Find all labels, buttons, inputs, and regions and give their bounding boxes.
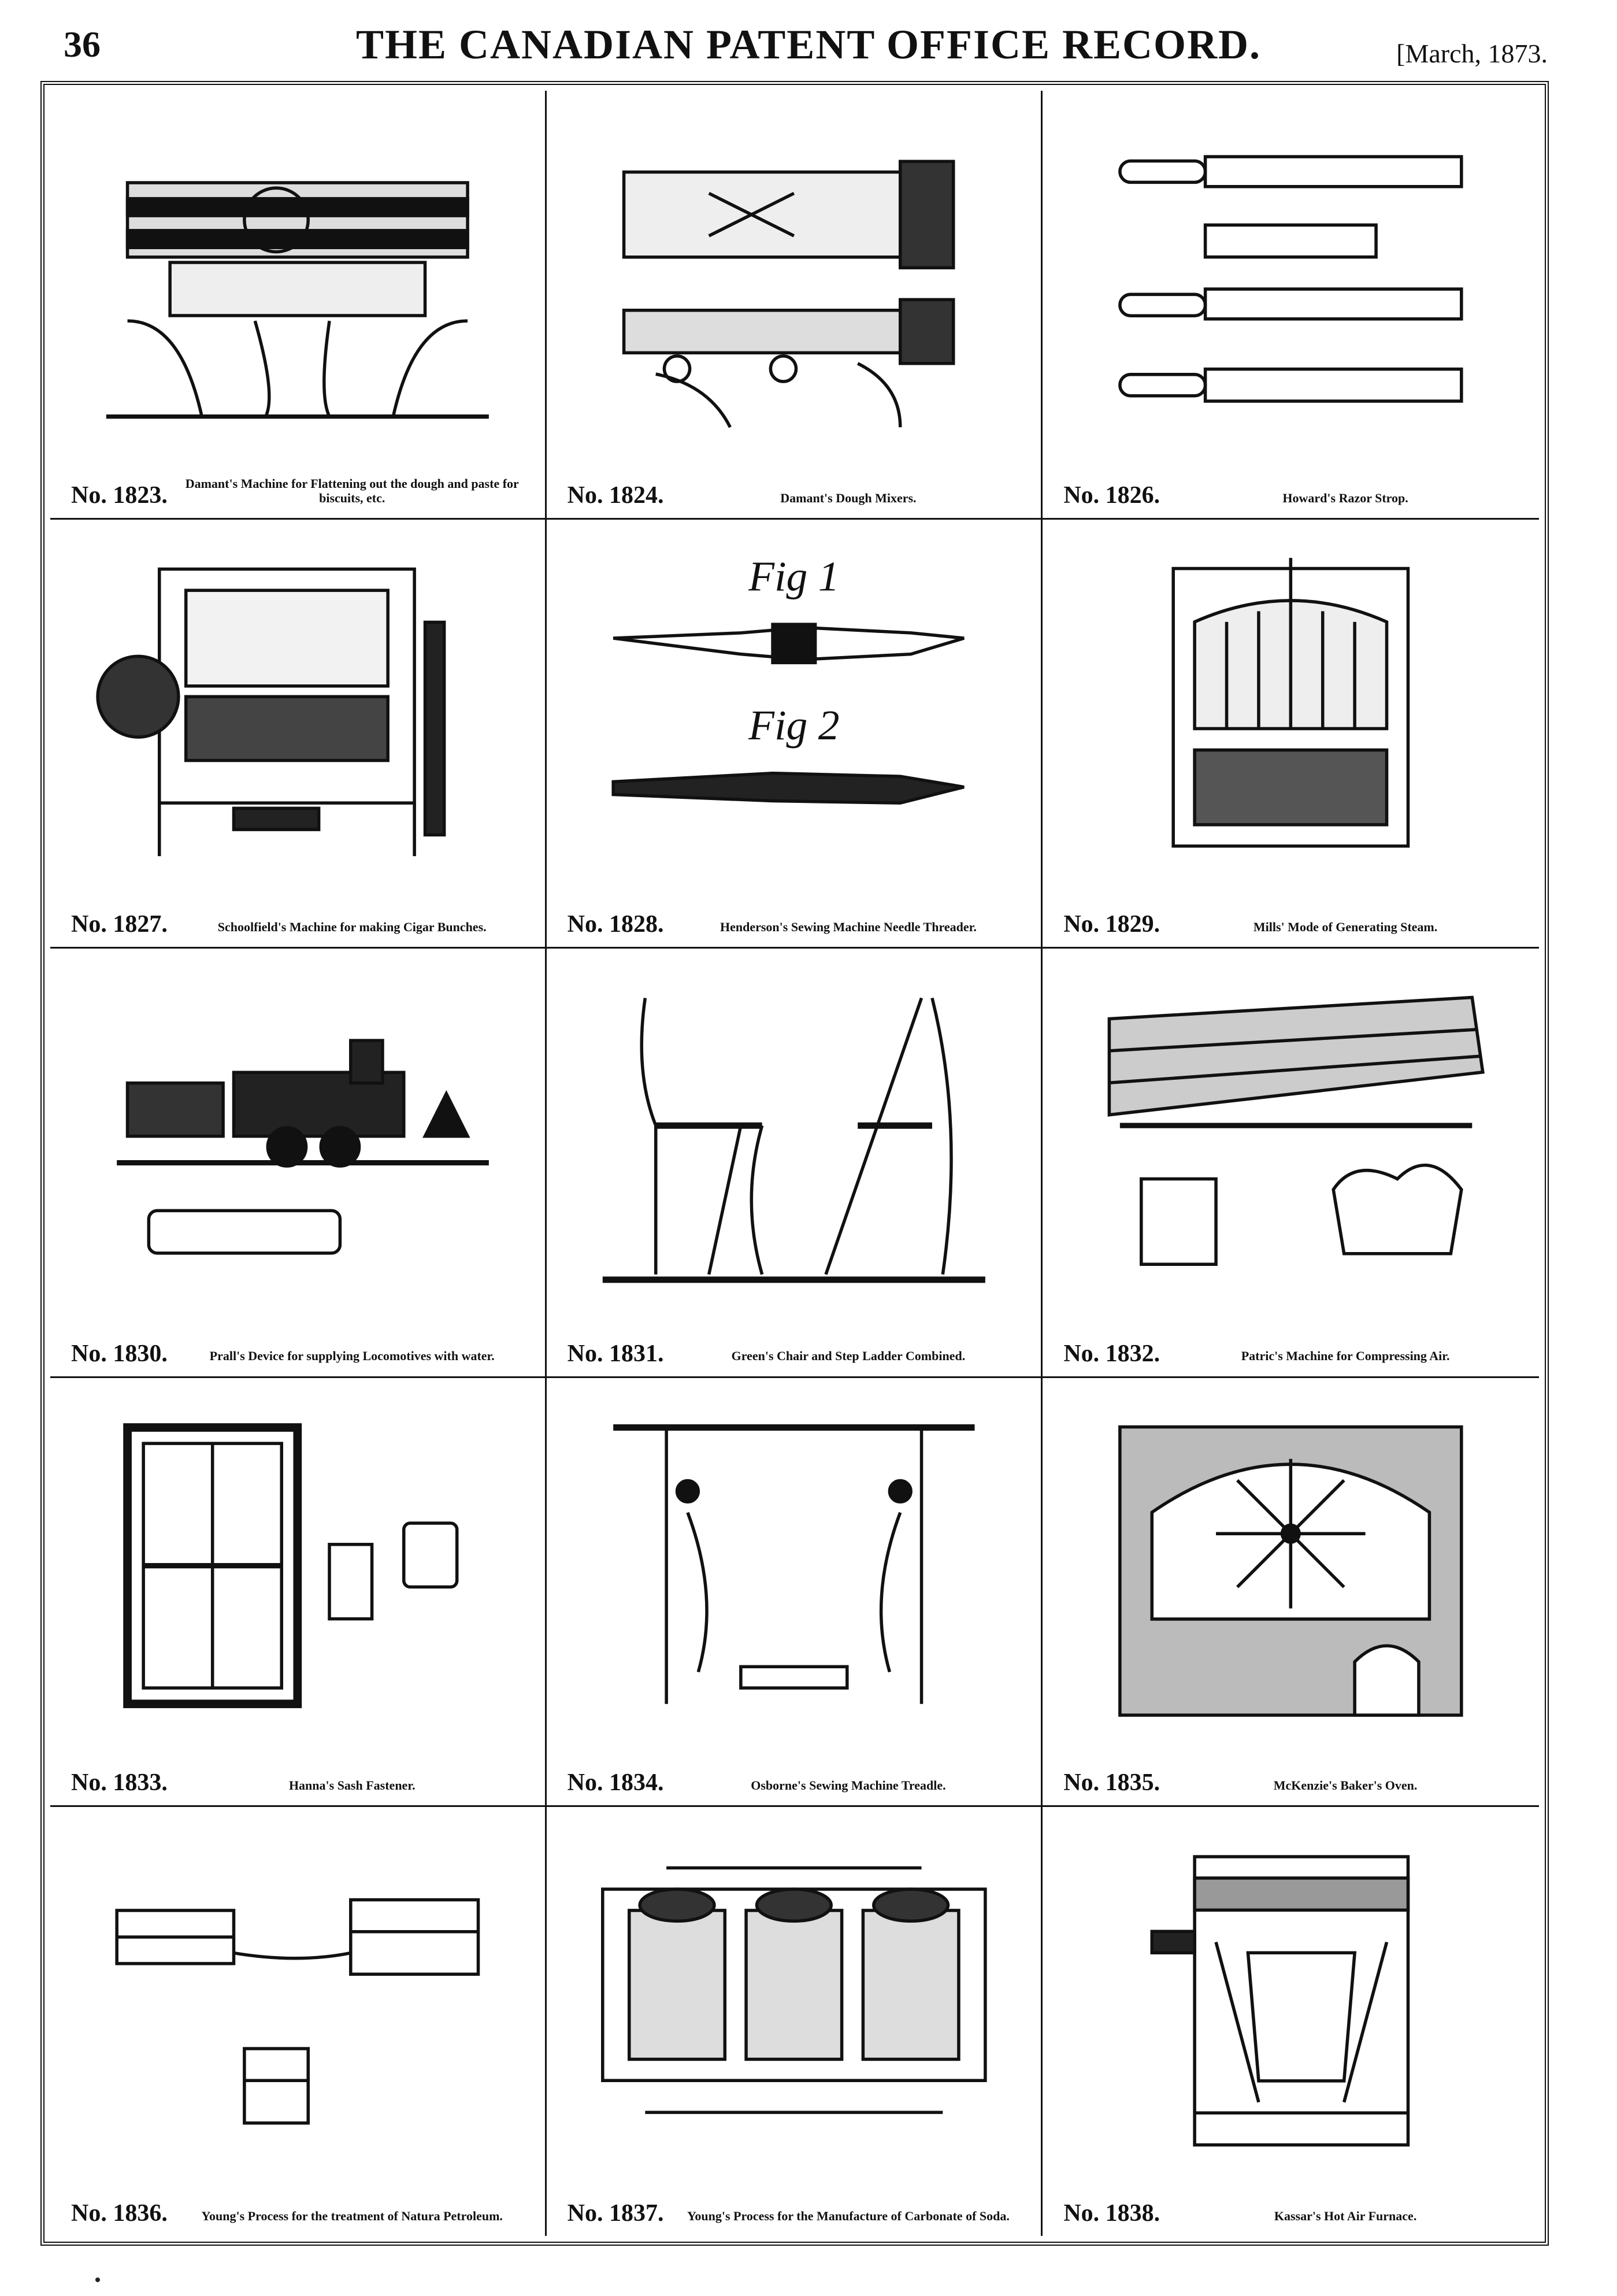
patent-number: No. 1837. (567, 2200, 664, 2227)
patent-cell-1837: No. 1837. Young's Process for the Manufa… (547, 1806, 1043, 2236)
patent-number: No. 1836. (71, 2200, 168, 2227)
patent-cell-1835: No. 1835. McKenzie's Baker's Oven. (1043, 1378, 1539, 1807)
fig-2-label: Fig 2 (748, 701, 839, 749)
patent-description: Osborne's Sewing Machine Treadle. (751, 1777, 946, 1793)
patent-description: Patric's Machine for Compressing Air. (1241, 1349, 1450, 1364)
patent-description: Prall's Device for supplying Locomotives… (209, 1349, 495, 1364)
patent-description: Mills' Mode of Generating Steam. (1253, 920, 1438, 935)
patent-number: No. 1832. (1063, 1340, 1160, 1367)
patent-number: No. 1823. (71, 482, 168, 509)
patent-drawing-1823 (85, 108, 510, 449)
patent-cell-1826: No. 1826. Howard's Razor Strop. (1043, 91, 1539, 520)
patent-description: McKenzie's Baker's Oven. (1273, 1777, 1418, 1793)
patent-number: No. 1829. (1063, 911, 1160, 938)
patent-number: No. 1830. (71, 1340, 168, 1367)
ink-speck (95, 2278, 100, 2282)
patent-cell-1833: No. 1833. Hanna's Sash Fastener. (50, 1377, 547, 1807)
patent-drawing-1830 (85, 966, 510, 1306)
patent-drawing-1833 (85, 1395, 510, 1736)
patent-description: Hanna's Sash Fastener. (288, 1777, 416, 1793)
patent-drawing-1827 (85, 537, 510, 877)
patent-drawing-1837 (581, 1824, 1007, 2167)
patent-drawing-1838 (1077, 1824, 1504, 2167)
patent-number: No. 1833. (71, 1769, 168, 1796)
patent-description: Young's Process for the Manufacture of C… (687, 2208, 1010, 2223)
patent-drawing-1831 (581, 966, 1007, 1306)
patent-drawing-1828: Fig 1 Fig 2 (581, 537, 1007, 877)
patent-drawing-1826 (1077, 108, 1504, 449)
patent-number: No. 1827. (71, 911, 168, 938)
issue-date: [March, 1873. (1396, 39, 1548, 68)
patent-cell-1827: No. 1827. Schoolfield's Machine for maki… (50, 520, 547, 949)
patent-figure-frame: No. 1823. Damant's Machine for Flattenin… (40, 81, 1549, 2246)
patent-drawing-1834 (581, 1395, 1007, 1736)
patent-number: No. 1834. (567, 1769, 664, 1796)
patent-number: No. 1826. (1063, 482, 1160, 509)
patent-description: Kassar's Hot Air Furnace. (1274, 2208, 1417, 2223)
patent-cell-1834: No. 1834. Osborne's Sewing Machine Tread… (546, 1377, 1043, 1807)
patent-number: No. 1831. (567, 1340, 664, 1367)
patent-number: No. 1838. (1063, 2200, 1160, 2227)
patent-number: No. 1824. (567, 482, 664, 509)
patent-cell-1831: No. 1831. Green's Chair and Step Ladder … (546, 949, 1043, 1378)
patent-cell-1832: No. 1832. Patric's Machine for Compressi… (1043, 949, 1539, 1378)
patent-drawing-1824 (581, 108, 1007, 449)
patent-description: Damant's Dough Mixers. (780, 490, 917, 505)
page-header: 36 THE CANADIAN PATENT OFFICE RECORD. [M… (0, 0, 1617, 68)
patent-description: Damant's Machine for Flattening out the … (185, 476, 519, 505)
fig-1-label: Fig 1 (748, 552, 839, 599)
patent-number: No. 1828. (567, 911, 664, 938)
patent-cell-1828: Fig 1 Fig 2 No. 1828. Henderson's Sewing… (546, 520, 1043, 949)
patent-cell-1829: No. 1829. Mills' Mode of Generating Stea… (1043, 520, 1539, 949)
page-number: 36 (64, 24, 101, 65)
page-title: THE CANADIAN PATENT OFFICE RECORD. (355, 21, 1262, 68)
patent-drawing-1836 (85, 1824, 510, 2167)
patent-drawing-1829 (1077, 537, 1504, 877)
patent-grid: No. 1823. Damant's Machine for Flattenin… (50, 91, 1539, 2236)
patent-cell-1823: No. 1823. Damant's Machine for Flattenin… (50, 91, 547, 520)
patent-cell-1838: No. 1838. Kassar's Hot Air Furnace. (1043, 1807, 1539, 2236)
patent-description: Schoolfield's Machine for making Cigar B… (217, 920, 487, 935)
patent-drawing-1832 (1077, 966, 1504, 1306)
patent-drawing-1835 (1077, 1395, 1504, 1736)
patent-number: No. 1835. (1063, 1769, 1160, 1796)
patent-cell-1830: No. 1830. Prall's Device for supplying L… (50, 949, 547, 1378)
patent-cell-1836: No. 1836. Young's Process for the treatm… (50, 1806, 547, 2236)
patent-description: Young's Process for the treatment of Nat… (201, 2208, 503, 2223)
patent-description: Howard's Razor Strop. (1282, 490, 1408, 505)
patent-description: Green's Chair and Step Ladder Combined. (731, 1349, 966, 1364)
patent-description: Henderson's Sewing Machine Needle Thread… (720, 920, 977, 935)
patent-cell-1824: No. 1824. Damant's Dough Mixers. (546, 91, 1043, 520)
